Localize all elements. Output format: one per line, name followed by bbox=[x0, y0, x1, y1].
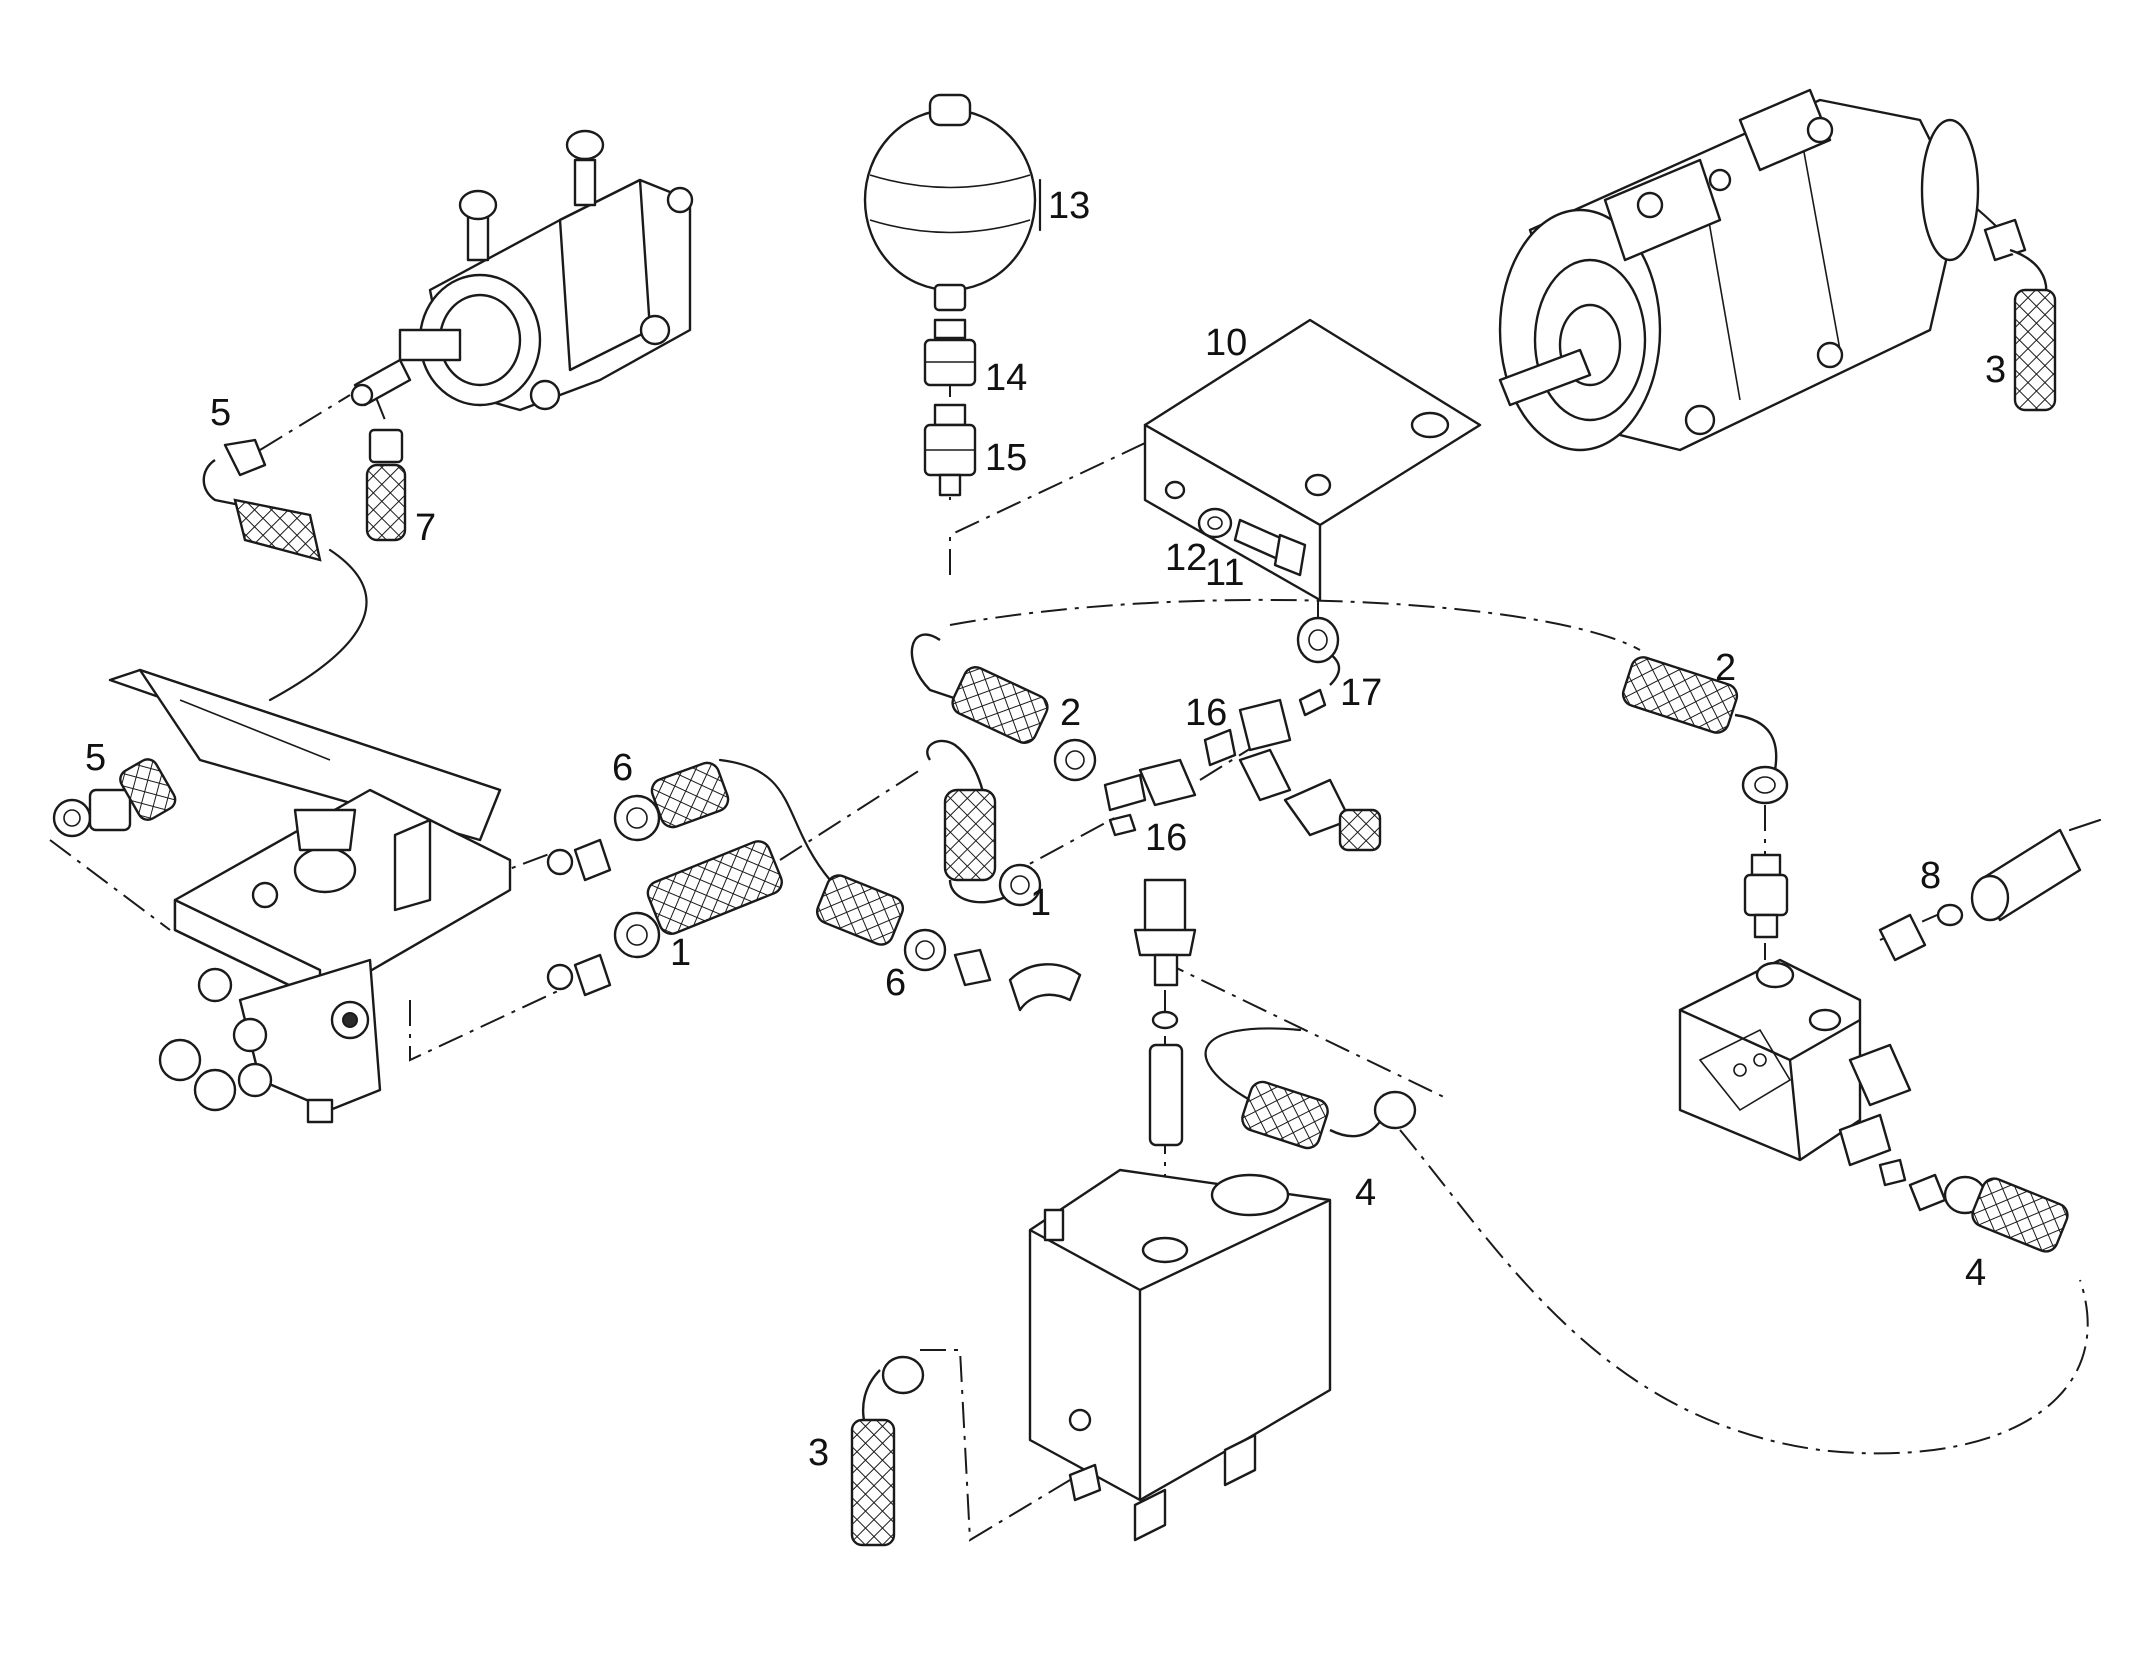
label-item-12: 12 bbox=[1165, 537, 1207, 579]
fitting-7 bbox=[365, 428, 407, 542]
hose-4-right bbox=[1908, 1173, 2069, 1253]
accumulator-13 bbox=[863, 93, 1042, 312]
label-item-5a: 5 bbox=[210, 392, 231, 434]
brake-pedal-valve bbox=[108, 668, 512, 1124]
hose-4-center bbox=[1241, 1080, 1417, 1150]
hose-3-right bbox=[1983, 218, 2057, 412]
label-item-4a: 4 bbox=[1355, 1172, 1376, 1214]
label-item-2a: 2 bbox=[1060, 692, 1081, 734]
label-item-1b: 1 bbox=[1030, 882, 1051, 924]
hose-5-left bbox=[52, 758, 177, 838]
label-item-7: 7 bbox=[415, 507, 436, 549]
label-item-17: 17 bbox=[1340, 672, 1382, 714]
label-item-3b: 3 bbox=[808, 1432, 829, 1474]
connector-hose-2 bbox=[1743, 853, 1789, 939]
label-item-6a: 6 bbox=[612, 747, 633, 789]
label-item-6b: 6 bbox=[885, 962, 906, 1004]
oil-tank bbox=[1028, 1168, 1332, 1542]
fitting-14 bbox=[923, 318, 977, 387]
hose-6-left bbox=[546, 761, 730, 882]
bolt-11 bbox=[1233, 518, 1307, 577]
label-item-16a: 16 bbox=[1185, 692, 1227, 734]
plug-8 bbox=[1878, 828, 2082, 962]
hose-5-top bbox=[202, 438, 322, 562]
filter-tube bbox=[1133, 878, 1197, 1147]
tee-fitting-16 bbox=[1103, 698, 1382, 852]
hose-2-right bbox=[1621, 656, 1789, 805]
label-item-11: 11 bbox=[1205, 552, 1244, 594]
hydraulic-pump bbox=[1498, 88, 1980, 452]
label-item-2b: 2 bbox=[1715, 647, 1736, 689]
hose-1-left bbox=[546, 840, 783, 997]
hose-3-bottom bbox=[850, 1355, 925, 1547]
label-item-1a: 1 bbox=[670, 932, 691, 974]
control-valve-block bbox=[1678, 958, 1912, 1187]
hose-2-center bbox=[910, 633, 1097, 782]
fitting-15 bbox=[923, 403, 977, 497]
label-item-8: 8 bbox=[1920, 855, 1941, 897]
item-labels: 1 1 2 2 3 3 4 4 5 5 6 6 7 8 10 11 12 13 … bbox=[85, 185, 2006, 1474]
fitting-17 bbox=[1296, 616, 1341, 717]
label-item-5b: 5 bbox=[85, 737, 106, 779]
label-item-15: 15 bbox=[985, 437, 1027, 479]
label-item-10: 10 bbox=[1205, 322, 1247, 364]
label-item-3a: 3 bbox=[1985, 349, 2006, 391]
hose-6-center bbox=[815, 874, 1082, 1012]
label-item-13: 13 bbox=[1048, 185, 1090, 227]
label-item-14: 14 bbox=[985, 357, 1027, 399]
master-cylinder-assembly bbox=[350, 129, 694, 412]
hose-1-center bbox=[926, 739, 1042, 907]
washer-12 bbox=[1197, 507, 1233, 539]
label-item-16b: 16 bbox=[1145, 817, 1187, 859]
label-item-4b: 4 bbox=[1965, 1252, 1986, 1294]
